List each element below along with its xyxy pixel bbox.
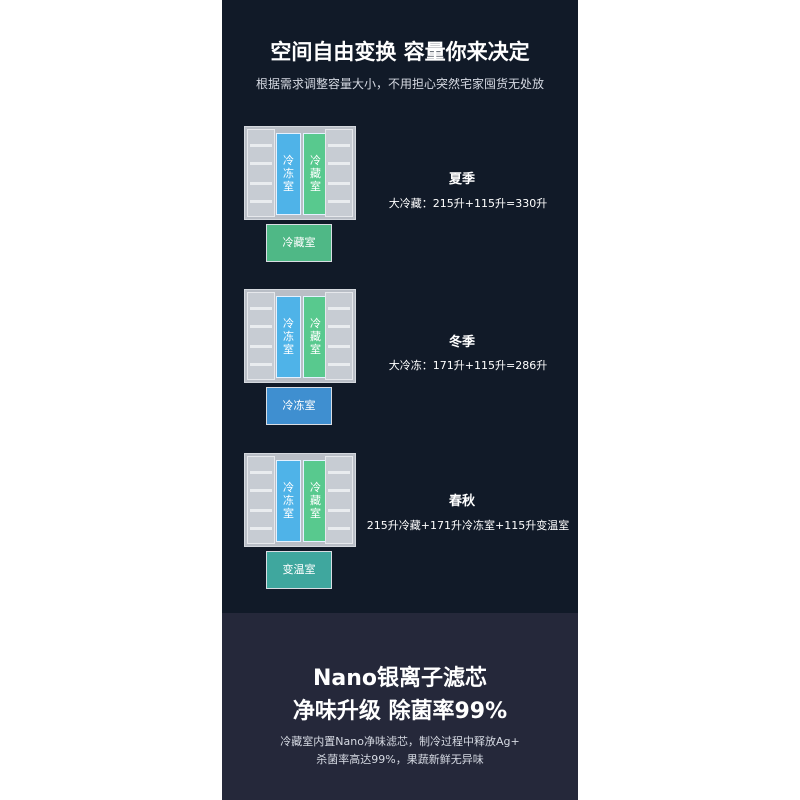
season-spring-autumn-detail: 215升冷藏+171升冷冻室+115升变温室	[366, 519, 570, 532]
freezer-compartment: 冷冻室	[276, 460, 301, 542]
season-summer-detail: 大冷藏：215升+115升=330升	[388, 197, 548, 210]
season-winter-title: 冬季	[448, 335, 475, 350]
hero-title: 空间自由变换 容量你来决定	[270, 40, 530, 64]
fridge-right-door	[325, 456, 353, 544]
fridge-upper: 冷冻室 冷藏室	[244, 453, 356, 547]
bottom-drawer: 冷藏室	[266, 224, 332, 262]
fridge-left-door	[247, 129, 275, 217]
nano-heading-line1: Nano银离子滤芯	[312, 666, 488, 691]
fridge-left-door	[247, 456, 275, 544]
bottom-drawer: 冷冻室	[266, 387, 332, 425]
fridge-right-door	[325, 292, 353, 380]
fridge-left-door	[247, 292, 275, 380]
fridge-right-door	[325, 129, 353, 217]
fridge-upper: 冷冻室 冷藏室	[244, 126, 356, 220]
season-winter-detail: 大冷冻：171升+115升=286升	[388, 359, 548, 372]
hero-subtitle: 根据需求调整容量大小，不用担心突然宅家囤货无处放	[255, 77, 544, 91]
fridge-illustration-summer: 冷冻室 冷藏室 冷藏室	[244, 126, 356, 266]
season-summer-title: 夏季	[448, 172, 475, 187]
bottom-drawer: 变温室	[266, 551, 332, 589]
nano-description-line1: 冷藏室内置Nano净味滤芯，制冷过程中释放Ag+	[280, 735, 520, 748]
nano-description-line2: 杀菌率高达99%，果蔬新鲜无异味	[316, 753, 484, 766]
fridge-compartment: 冷藏室	[303, 296, 328, 378]
nano-filter-section: Nano银离子滤芯 净味升级 除菌率99% 冷藏室内置Nano净味滤芯，制冷过程…	[222, 613, 578, 800]
fridge-illustration-winter: 冷冻室 冷藏室 冷冻室	[244, 289, 356, 429]
nano-heading-line2: 净味升级 除菌率99%	[292, 699, 508, 724]
season-spring-autumn-title: 春秋	[448, 494, 475, 509]
freezer-compartment: 冷冻室	[276, 296, 301, 378]
fridge-upper: 冷冻室 冷藏室	[244, 289, 356, 383]
fridge-illustration-spring-autumn: 冷冻室 冷藏室 变温室	[244, 453, 356, 593]
freezer-compartment: 冷冻室	[276, 133, 301, 215]
